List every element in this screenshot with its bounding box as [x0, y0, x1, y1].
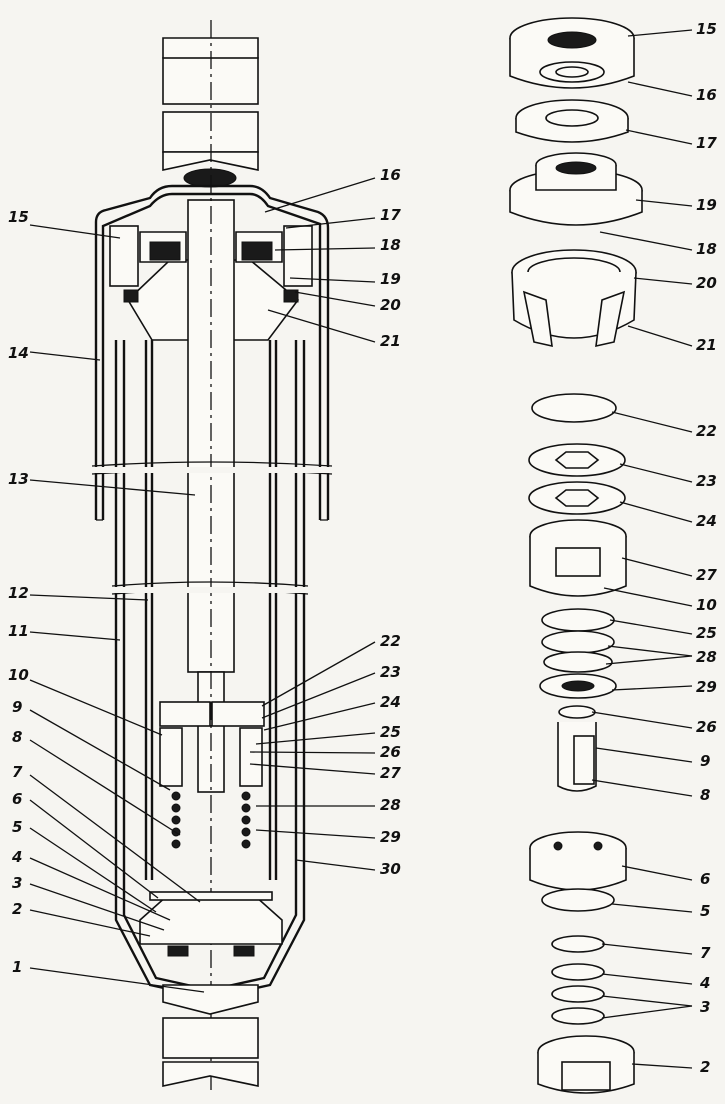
- part-3a: [551, 985, 605, 1003]
- callout-r29: 29: [696, 678, 717, 696]
- callout-r8: 8: [700, 786, 710, 804]
- callout-14: 14: [8, 344, 29, 362]
- callout-r25: 25: [696, 624, 717, 642]
- break-lines: [90, 461, 334, 595]
- part-19: [509, 152, 643, 226]
- part-23: [528, 443, 626, 477]
- part-29: [539, 673, 617, 699]
- part-28a: [541, 630, 615, 654]
- piston-spring: [171, 791, 251, 849]
- sectional-view: 16 17 18 19 20 21 15 14 13 12 11 22 23 2…: [8, 20, 401, 1090]
- callout-26: 26: [380, 743, 401, 761]
- callout-22: 22: [380, 632, 401, 650]
- callout-r6: 6: [700, 870, 710, 888]
- callout-r17: 17: [696, 134, 717, 152]
- part-4: [551, 963, 605, 981]
- callout-r4: 4: [699, 974, 710, 992]
- part-9: [557, 722, 597, 792]
- callout-25: 25: [380, 723, 401, 741]
- callout-r26: 26: [696, 718, 717, 736]
- callout-r27: 27: [696, 566, 717, 584]
- callout-20: 20: [380, 296, 401, 314]
- left-leader-lines: [29, 177, 376, 993]
- callout-6: 6: [12, 790, 22, 808]
- part-28b: [543, 651, 613, 673]
- callout-15: 15: [8, 208, 29, 226]
- callout-28: 28: [380, 796, 401, 814]
- compression-valve: [139, 891, 283, 957]
- piston-assembly: [159, 701, 265, 849]
- part-17: [515, 99, 629, 143]
- left-callouts: 16 17 18 19 20 21 15 14 13 12 11 22 23 2…: [8, 166, 401, 976]
- callout-16: 16: [380, 166, 401, 184]
- callout-1: 1: [12, 958, 22, 976]
- valve-parts-group: [529, 831, 693, 1094]
- callout-5: 5: [12, 818, 22, 836]
- part-6: [529, 831, 627, 891]
- part-16: [539, 61, 605, 83]
- callout-r18: 18: [696, 240, 717, 258]
- callout-3: 3: [12, 874, 22, 892]
- callout-30: 30: [380, 860, 401, 878]
- callout-11: 11: [8, 622, 29, 640]
- callout-17: 17: [380, 206, 401, 224]
- part-20: [511, 249, 637, 348]
- part-22: [531, 393, 617, 423]
- callout-r23: 23: [696, 472, 717, 490]
- callout-r24: 24: [696, 512, 717, 530]
- exploded-view: 15 16 17 19 18 20 21 22 23 24 27 10 25 2…: [509, 17, 717, 1094]
- callout-13: 13: [8, 470, 29, 488]
- part-25: [541, 608, 615, 632]
- callout-r7: 7: [700, 944, 711, 962]
- callout-10: 10: [8, 666, 29, 684]
- callout-r22: 22: [696, 422, 717, 440]
- seal-parts-group: [509, 17, 693, 348]
- callout-4: 4: [11, 848, 22, 866]
- callout-27: 27: [380, 764, 401, 782]
- part-27: [529, 519, 627, 597]
- part-7: [551, 935, 605, 953]
- callout-19: 19: [380, 270, 401, 288]
- callout-8: 8: [12, 728, 22, 746]
- callout-r10: 10: [696, 596, 717, 614]
- part-5: [541, 888, 615, 912]
- callout-21: 21: [380, 332, 401, 350]
- piston-parts-group: [528, 393, 693, 797]
- part-2: [537, 1035, 635, 1094]
- part-24: [528, 481, 626, 515]
- callout-r5: 5: [700, 902, 710, 920]
- callout-r20: 20: [696, 274, 717, 292]
- lower-mount: [162, 984, 259, 1087]
- callout-12: 12: [8, 584, 29, 602]
- callout-9: 9: [12, 698, 22, 716]
- callout-18: 18: [380, 236, 401, 254]
- callout-7: 7: [12, 763, 23, 781]
- callout-r2: 2: [700, 1058, 710, 1076]
- part-26: [558, 705, 596, 719]
- callout-r21: 21: [696, 336, 717, 354]
- callout-r9: 9: [700, 752, 710, 770]
- callout-29: 29: [380, 828, 401, 846]
- callout-r19: 19: [696, 196, 717, 214]
- callout-23: 23: [380, 663, 401, 681]
- part-3b: [551, 1007, 605, 1025]
- callout-24: 24: [380, 693, 401, 711]
- callout-r3: 3: [700, 998, 710, 1016]
- working-cylinder: [144, 340, 278, 880]
- callout-r15: 15: [696, 20, 717, 38]
- callout-2: 2: [12, 900, 22, 918]
- callout-r16: 16: [696, 86, 717, 104]
- right-callouts: 15 16 17 19 18 20 21 22 23 24 27 10 25 2…: [696, 20, 717, 1076]
- callout-r28: 28: [696, 648, 717, 666]
